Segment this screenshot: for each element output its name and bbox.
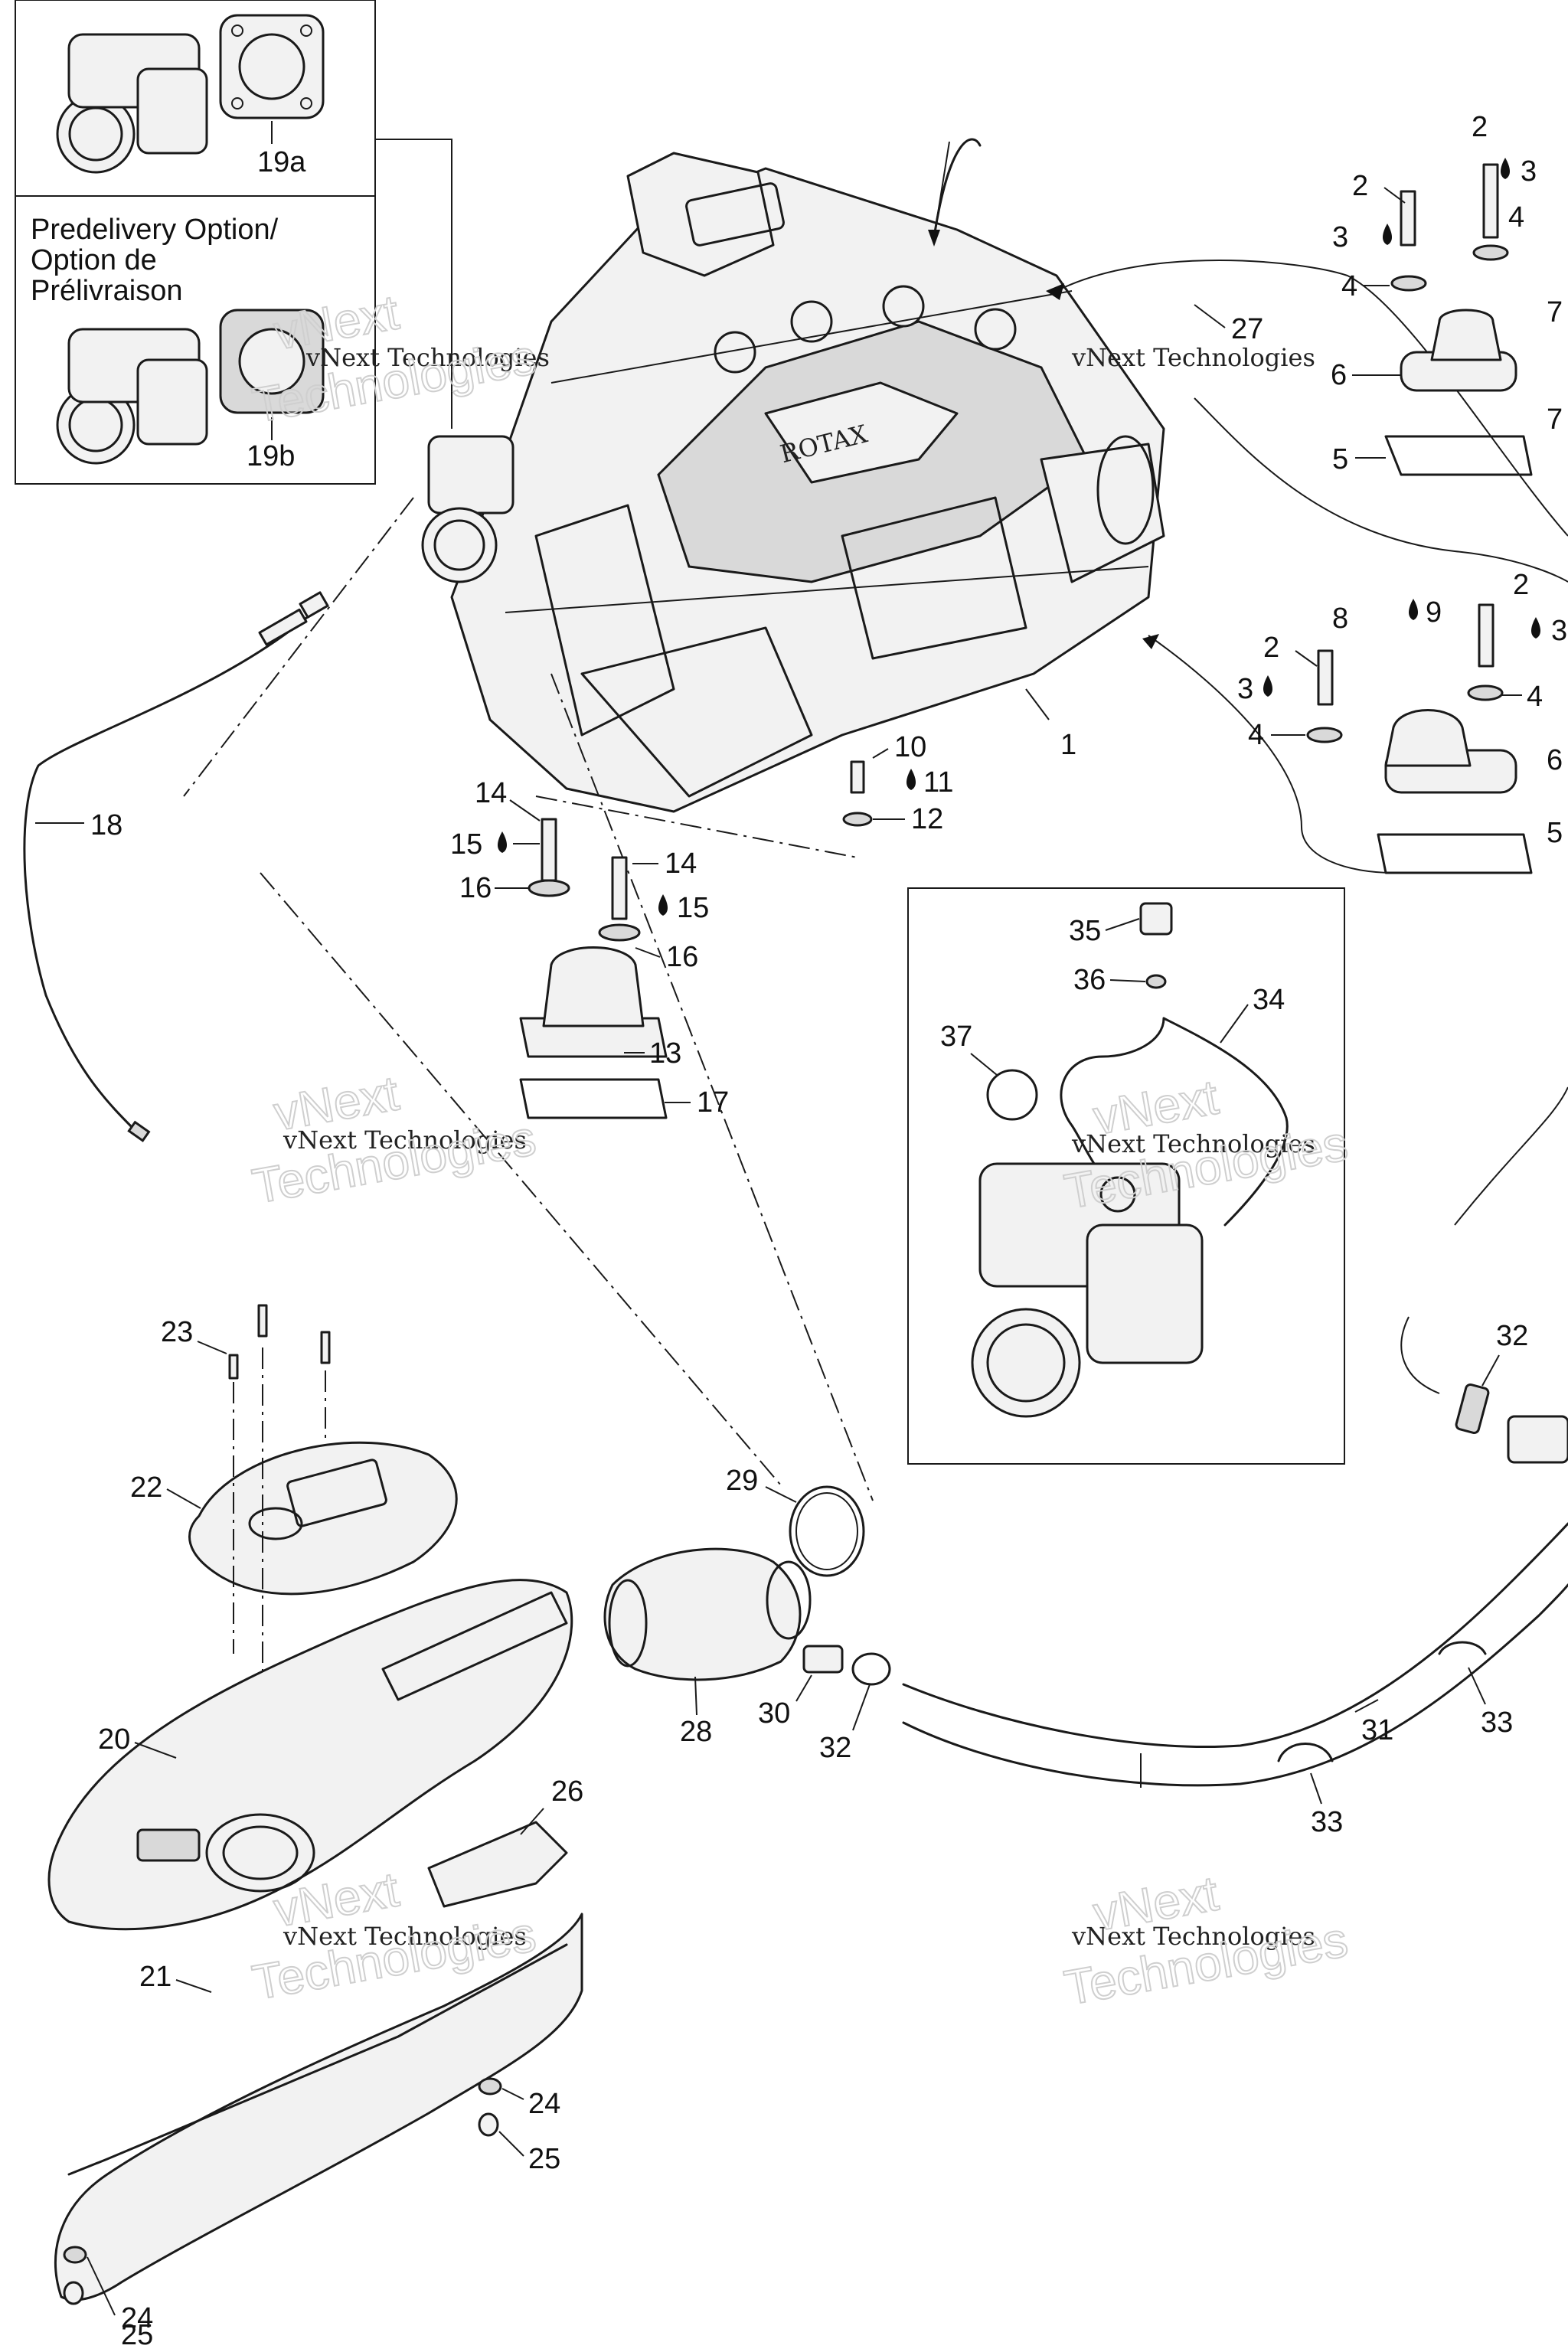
engine-mount-upper-right [1384,163,1533,476]
callout-label: 3 [1551,615,1567,647]
watermark-text: vNext Technologies [283,1922,527,1951]
callout-label: 25 [528,2143,560,2175]
sensor-cable-18 [23,591,329,1142]
callout-label: 28 [680,1716,712,1748]
callout-label: 33 [1481,1707,1513,1739]
callout-label: 7 [1547,296,1563,328]
watermark-text: vNext Technologies [1071,343,1315,372]
callout-label: 2 [1513,569,1529,601]
callout-label: 17 [697,1086,729,1119]
watermark-text: vNext Technologies [1071,1129,1315,1158]
callout-label: 7 [1547,403,1563,436]
air-box-assembly [47,1304,583,2305]
callout-label: 8 [1332,603,1348,635]
callout-label: 2 [1263,632,1279,664]
callout-label: 13 [649,1037,681,1070]
inset-label-19a: 19a [257,146,306,178]
callout-label: 10 [894,731,926,763]
callout-label: 27 [1231,313,1263,345]
lubricant-drop-icon [906,769,916,790]
lubricant-drop-icon [1263,675,1272,697]
callout-label: 3 [1332,221,1348,253]
watermark-text: vNext Technologies [305,343,550,372]
lubricant-drop-icon [1383,224,1392,245]
callout-label: 21 [139,1961,172,1993]
callout-label: 3 [1521,155,1537,188]
callout-label: 31 [1361,1714,1393,1746]
engine-mount-lower-right [1306,603,1533,874]
callout-label: 25 [121,2319,153,2351]
throttle-detail-box [907,887,1345,1465]
callout-label: 11 [923,766,953,799]
callout-label: 37 [940,1021,972,1053]
inset-caption-line3: Prélivraison [31,275,183,307]
clamp-32-upper [1455,1383,1568,1464]
intake-adapter-28 [603,1547,812,1681]
clips-33 [1277,1641,1487,1762]
inset-caption-line2: Option de [31,244,157,276]
callout-label: 36 [1073,964,1106,996]
callout-label: 15 [677,892,709,924]
lubricant-drop-icon [658,894,668,916]
callout-label: 4 [1341,270,1357,302]
callout-label: 5 [1332,443,1348,475]
callout-label: 32 [819,1732,851,1764]
callout-label: 30 [758,1697,790,1730]
callout-label: 12 [911,803,943,835]
callout-label: 2 [1472,111,1488,143]
inset-panel: 19a Predelivery Option/ Option de Préliv… [15,0,452,485]
fitting-30 [802,1645,844,1674]
engine-mount-center [519,818,668,1119]
throttle-body-detail [971,1162,1204,1418]
callout-label: 18 [90,809,122,841]
callout-label: 16 [666,941,698,973]
hose-31 [902,1522,1568,1788]
callout-label: 15 [450,828,482,861]
inset-label-19b: 19b [247,440,295,472]
callout-label: 1 [1060,729,1076,761]
watermark-text: vNext Technologies [1071,1922,1315,1951]
callout-label: 5 [1547,817,1563,849]
callout-label: 32 [1496,1320,1528,1352]
callout-label: 33 [1311,1806,1343,1838]
throttle-body-on-engine [421,435,514,583]
callout-label: 29 [726,1465,758,1497]
inset-caption-line1: Predelivery Option/ [31,214,279,246]
callout-label: 22 [130,1472,162,1504]
callout-label: 16 [459,872,492,904]
engine-assembly: ROTAX [421,152,1165,813]
callout-label: 4 [1508,201,1524,234]
callout-label: 26 [551,1775,583,1808]
callout-label: 14 [665,848,697,880]
watermark-text: vNext Technologies [283,1125,527,1155]
lubricant-drop-icon [498,831,507,853]
clamp-32-lower [851,1652,891,1686]
callout-label: 3 [1237,673,1253,705]
callout-label: 35 [1069,915,1101,947]
callout-label: 24 [528,2088,560,2120]
lubricant-drop-icon [1409,599,1418,620]
clamp-29 [789,1485,865,1577]
throttle-body-19b-illustration [56,309,325,465]
callout-label: 9 [1426,596,1442,629]
callout-label: 2 [1352,170,1368,202]
callout-label: 14 [475,777,507,809]
callout-label: 34 [1253,984,1285,1016]
throttle-body-19a-illustration [56,14,325,174]
callout-label: 6 [1547,744,1563,776]
lubricant-drop-icon [1501,158,1510,179]
lubricant-drop-icon [1531,617,1540,639]
callout-label: 23 [161,1316,193,1348]
callout-label: 6 [1331,359,1347,391]
callout-label: 4 [1248,719,1264,751]
callout-label: 4 [1527,681,1543,713]
callout-label: 24 [121,2302,153,2334]
callout-label: 20 [98,1723,130,1756]
callouts: 1 2 2 3 3 4 4 5 6 7 2 2 3 3 4 4 5 6 7 8 … [35,111,1567,2351]
